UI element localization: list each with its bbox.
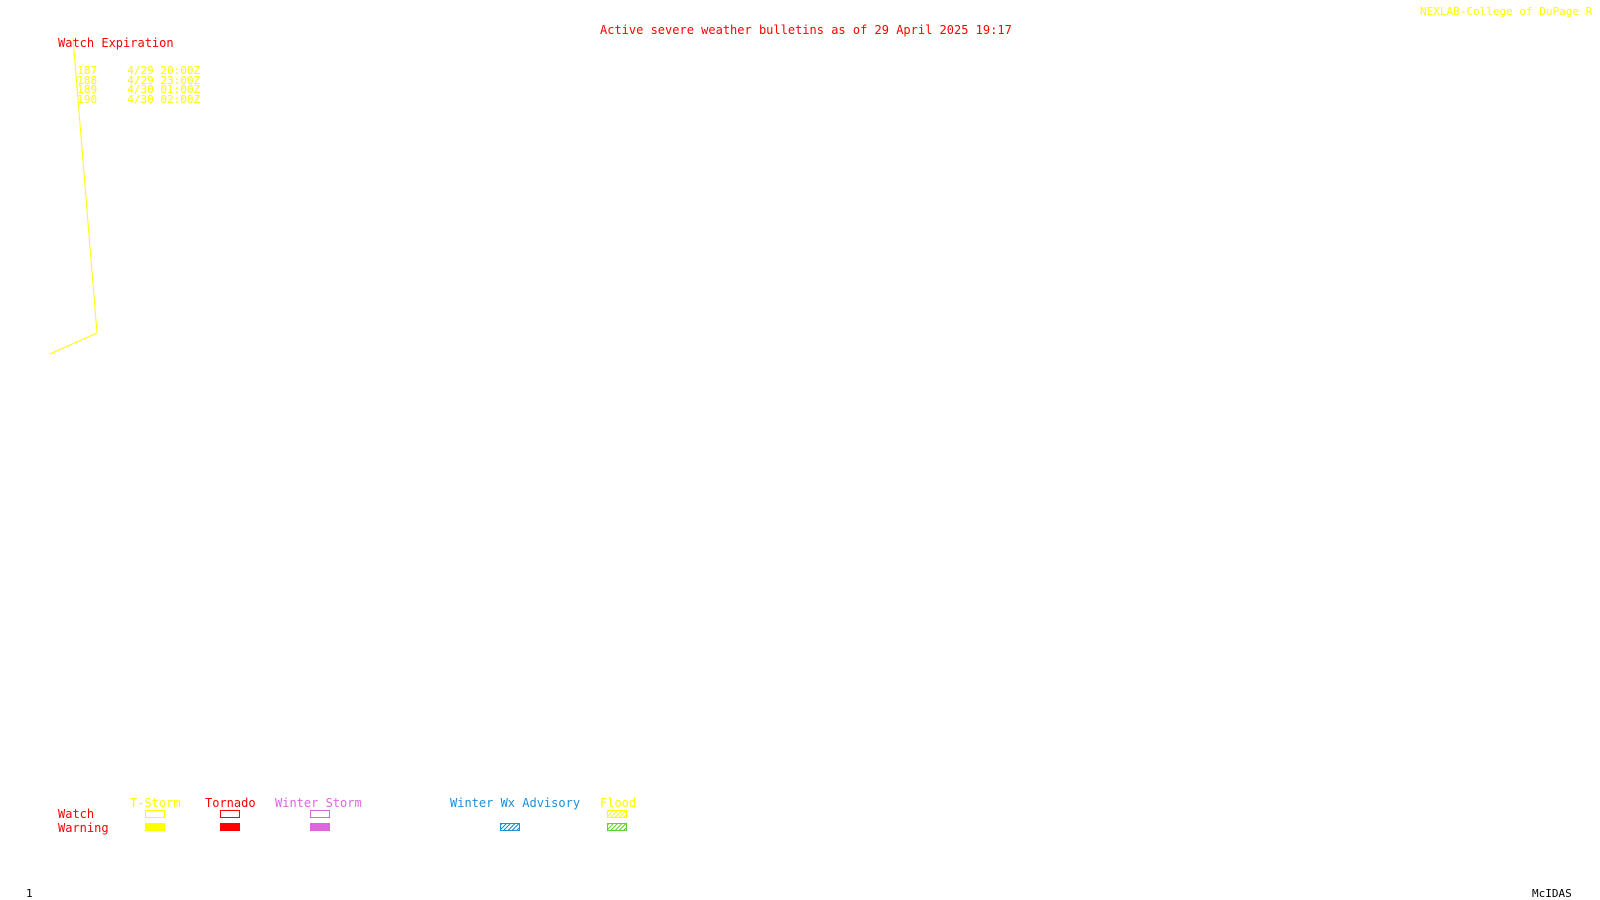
tstorm-warning-swatch bbox=[145, 823, 165, 831]
watch-number: 190 bbox=[77, 93, 98, 106]
watch-polygon-outline bbox=[49, 37, 98, 355]
legend-winter-storm-label: Winter Storm bbox=[275, 796, 362, 810]
legend-tstorm-label: T-Storm bbox=[130, 796, 181, 810]
frame-number: 1 bbox=[26, 887, 33, 900]
watch-expiry: 4/29 20:00Z bbox=[127, 64, 201, 77]
bulletin-title: Active severe weather bulletins as of 29… bbox=[600, 23, 1012, 37]
credit-text: NEXLAB-College of DuPage R bbox=[1420, 5, 1593, 18]
watch-number: 188 bbox=[77, 74, 98, 87]
winter-storm-warning-swatch bbox=[310, 823, 330, 831]
legend-tornado-label: Tornado bbox=[205, 796, 256, 810]
tornado-warning-swatch bbox=[220, 823, 240, 831]
legend-flood-label: Flood bbox=[600, 796, 637, 810]
watch-expiry: 4/30 01:00Z bbox=[127, 83, 201, 96]
watch-number: 187 bbox=[77, 64, 98, 77]
flood-warning-swatch bbox=[607, 823, 627, 831]
tornado-watch-swatch bbox=[220, 810, 240, 818]
legend-winter-advisory-label: Winter Wx Advisory bbox=[450, 796, 581, 810]
watch-expiry: 4/30 02:00Z bbox=[127, 93, 201, 106]
watch-expiry: 4/29 23:00Z bbox=[127, 74, 201, 87]
software-label: McIDAS bbox=[1532, 887, 1572, 900]
legend-watch-label: Watch bbox=[58, 807, 95, 821]
tstorm-watch-swatch bbox=[145, 810, 165, 818]
watch-row: 188 4/29 23:00Z bbox=[64, 64, 200, 86]
watch-number: 189 bbox=[77, 83, 98, 96]
watch-row: 189 4/30 01:00Z bbox=[64, 73, 200, 95]
watch-table-heading: Watch Expiration bbox=[58, 36, 174, 50]
watch-row: 190 4/30 02:00Z bbox=[64, 83, 200, 105]
winter-storm-watch-swatch bbox=[310, 810, 330, 818]
legend-warning-label: Warning bbox=[58, 821, 109, 835]
watch-row: 187 4/29 20:00Z bbox=[64, 54, 200, 76]
flood-watch-swatch bbox=[607, 810, 627, 818]
winter-advisory-warning-swatch bbox=[500, 823, 520, 831]
